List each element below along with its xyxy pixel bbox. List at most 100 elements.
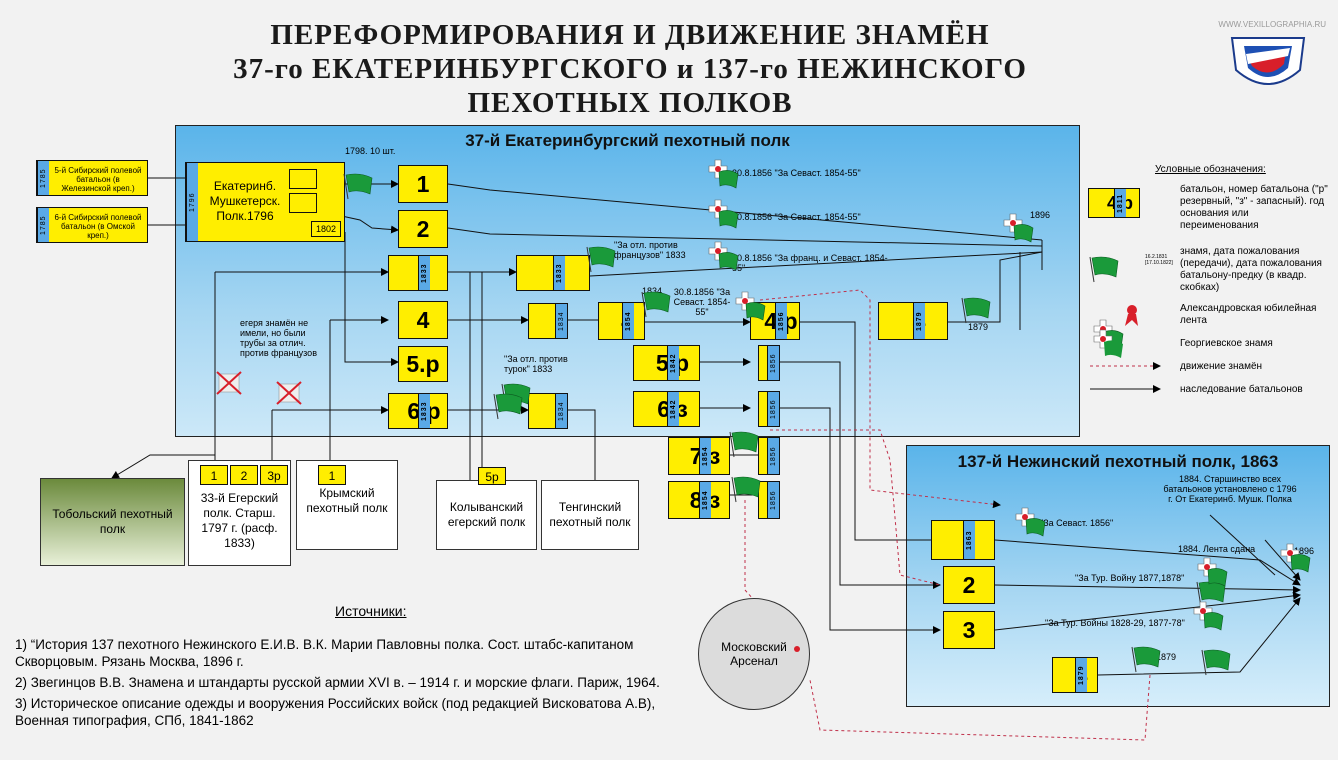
battalion-6r: 18336.р bbox=[388, 393, 448, 429]
note-turks: "За отл. против турок" 1833 bbox=[504, 354, 568, 374]
year-1802-box: 1802 bbox=[311, 221, 341, 237]
jaeger-note: егеря знамён не имели, но были трубы за … bbox=[240, 318, 317, 358]
battalion-3: 18333 bbox=[388, 255, 448, 291]
year-label: 1834 bbox=[555, 394, 567, 428]
flag-icon bbox=[1131, 646, 1161, 673]
year-137-1879: 1879 bbox=[1156, 652, 1177, 662]
year-label: 1834 bbox=[555, 304, 567, 338]
battalion-3b: 18333 bbox=[516, 255, 590, 291]
sources-list: 1) “История 137 пехотного Нежинского Е.И… bbox=[15, 636, 665, 729]
award-137-1896: 1896 bbox=[1294, 546, 1315, 556]
split-box: 1856 bbox=[758, 345, 780, 381]
note-3b: "За отл. против французов" 1833 bbox=[614, 240, 686, 260]
battalion-137-4: 18794 bbox=[1052, 657, 1098, 693]
year-label: 1879 bbox=[1075, 658, 1087, 692]
george-banner-icon bbox=[1197, 557, 1228, 587]
year-label: 1854 bbox=[699, 438, 711, 474]
title-line-3: ПЕХОТНЫХ ПОЛКОВ bbox=[467, 87, 793, 119]
battalion-4b: 18544 bbox=[598, 302, 645, 340]
year-label: 1863 bbox=[963, 521, 975, 559]
arsenal-dot bbox=[794, 646, 800, 652]
jaeger-battalion-2: 2 bbox=[230, 465, 258, 485]
year-label: 1854 bbox=[621, 303, 634, 339]
note-ribbon: 1884. Лента сдана bbox=[1178, 544, 1256, 554]
split-box: 1856 bbox=[758, 437, 780, 475]
year-label: 1796 bbox=[186, 163, 198, 241]
year-1834: 1834 bbox=[642, 286, 663, 296]
legend-sample-battalion: 18114.р bbox=[1088, 188, 1140, 218]
split-box: 1834 bbox=[528, 393, 568, 429]
flag-icon bbox=[731, 476, 761, 503]
flag-icon bbox=[641, 291, 671, 318]
battalion-4r: 18564.р bbox=[750, 302, 800, 340]
award-1896: 1896 bbox=[1030, 210, 1051, 220]
year-label: 1833 bbox=[553, 256, 565, 290]
battalion-137-2: 2 bbox=[943, 566, 995, 604]
siberian-6-box: 1785 6-й Сибирский полевой батальон (в О… bbox=[36, 207, 148, 243]
siberian-5-label: 5-й Сибирский полевой батальон (в Желези… bbox=[54, 166, 142, 193]
year-label: 1842 bbox=[666, 346, 679, 380]
legend-inherit-desc: наследование батальонов bbox=[1180, 384, 1303, 395]
title-line-2: 37-го ЕКАТЕРИНБУРГСКОГО и 137-го НЕЖИНСК… bbox=[233, 53, 1027, 85]
award-2: 30.8.1856 "За Севаст. 1854-55" bbox=[732, 212, 861, 222]
george-banner-icon bbox=[1003, 213, 1034, 243]
year-label: 1856 bbox=[767, 482, 779, 518]
flag-icon bbox=[343, 173, 373, 200]
kolyvan-battalion: 5р bbox=[478, 467, 506, 485]
crimean-label: Крымский пехотный полк bbox=[306, 486, 388, 515]
year-label: 1856 bbox=[767, 438, 779, 474]
legend-ribbon-desc: Александровская юбилейная лента bbox=[1180, 303, 1317, 326]
flag-icon bbox=[493, 393, 523, 420]
source-item: 3) Историческое описание одежды и вооруж… bbox=[15, 696, 656, 728]
battalion-2: 2 bbox=[398, 210, 448, 248]
battalion-4c: 18794 bbox=[878, 302, 948, 340]
battalion-1: 1 bbox=[398, 165, 448, 203]
battalion-5r-b: 18425.р bbox=[633, 345, 700, 381]
award-137-2: "За Тур. Войну 1877,1878" bbox=[1075, 573, 1185, 583]
year-label: 1833 bbox=[418, 256, 430, 290]
site-url: WWW.VEXILLOGRAPHIA.RU bbox=[1218, 20, 1326, 29]
note-seniority: 1884. Старшинство всех батальонов устано… bbox=[1163, 474, 1297, 504]
year-label: 1785 bbox=[37, 161, 49, 195]
tobolsk-box: Тобольский пехотный полк bbox=[40, 478, 185, 566]
note-4b: 30.8.1856 "За Севаст. 1854-55" bbox=[673, 287, 731, 317]
year-label: 1842 bbox=[666, 392, 679, 426]
flags-note: 1798. 10 шт. bbox=[345, 146, 396, 156]
siberian-5-box: 1785 5-й Сибирский полевой батальон (в Ж… bbox=[36, 160, 148, 196]
crimean-box: Крымский пехотный полк bbox=[296, 460, 398, 550]
split-box: 1856 bbox=[758, 481, 780, 519]
george-banner-icon bbox=[708, 241, 739, 271]
split-box: 1856 bbox=[758, 391, 780, 427]
jaeger-battalion-3: 3р bbox=[260, 465, 288, 485]
legend-george-desc: Георгиевское знамя bbox=[1180, 338, 1273, 349]
award-3: 30.8.1856 "За франц. и Севаст. 1854-55" bbox=[732, 253, 888, 273]
legend-george-icon bbox=[1093, 329, 1123, 358]
jaeger-battalion-1: 1 bbox=[200, 465, 228, 485]
battalion-137-3: 3 bbox=[943, 611, 995, 649]
year-label: 1785 bbox=[37, 208, 49, 242]
kolyvan-box: Колыванский егерский полк bbox=[436, 480, 537, 550]
siberian-6-label: 6-й Сибирский полевой батальон (в Омской… bbox=[54, 213, 142, 240]
origin-label: Екатеринб. Мушкетерск. Полк.1796 bbox=[209, 179, 281, 223]
vexillography-emblem-icon bbox=[1228, 34, 1308, 98]
source-item: 1) “История 137 пехотного Нежинского Е.И… bbox=[15, 637, 634, 669]
year-label: 1856 bbox=[767, 392, 779, 426]
battalion-8z: 18548.з bbox=[668, 481, 730, 519]
year-label: 1833 bbox=[418, 394, 430, 428]
year-label: 1856 bbox=[775, 303, 787, 339]
origin-musketeer-box: 1796 Екатеринб. Мушкетерск. Полк.1796 18… bbox=[185, 162, 345, 242]
regiment-137-title: 137-й Нежинский пехотный полк, 1863 bbox=[957, 452, 1279, 471]
legend-bat-desc: батальон, номер батальона ("р" резервный… bbox=[1180, 184, 1328, 231]
legend-title: Условные обозначения: bbox=[1155, 164, 1266, 175]
legend-move-desc: движение знамён bbox=[1180, 361, 1263, 372]
george-banner-icon bbox=[735, 291, 766, 321]
year-label: 1856 bbox=[767, 346, 779, 380]
sources-heading: Источники: bbox=[335, 603, 407, 619]
jaeger-33-label: 33-й Егерский полк. Старш. 1797 г. (расф… bbox=[200, 491, 279, 550]
year-1879: 1879 bbox=[968, 322, 989, 332]
legend-flag-desc: знамя, дата пожалования (передачи), дата… bbox=[1180, 246, 1322, 293]
award-137-3: "За Тур. Войны 1828-29, 1877-78" bbox=[1045, 618, 1185, 628]
award-137-1: "За Севаст. 1856" bbox=[1040, 518, 1114, 528]
slot-box bbox=[289, 193, 317, 213]
